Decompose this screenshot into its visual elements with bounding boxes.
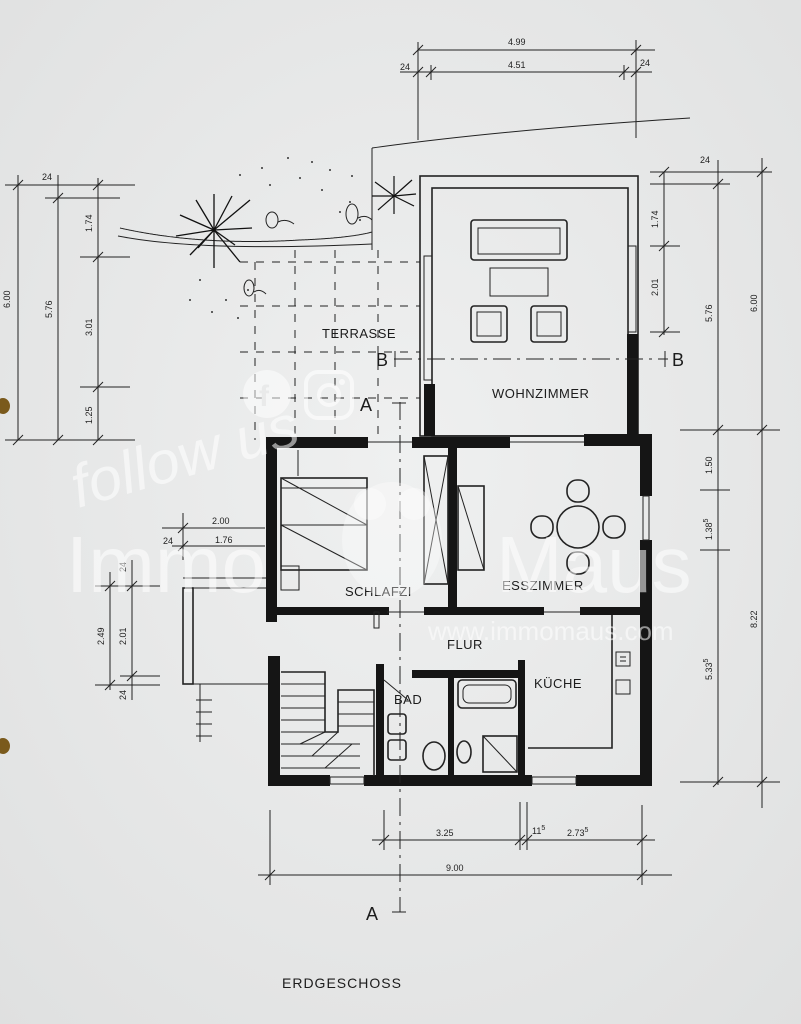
dim-left-seg-2: 3.01 bbox=[84, 318, 94, 336]
section-marker-a-bottom: A bbox=[366, 904, 378, 924]
dim-side-v-total: 2.49 bbox=[96, 627, 106, 645]
side-dimension-chain: 2.00 24 1.76 24 2.49 2.01 24 bbox=[95, 513, 265, 700]
door-swings bbox=[368, 441, 584, 701]
dim-right-lower-1: 1.50 bbox=[704, 456, 714, 474]
dim-top-total: 4.99 bbox=[508, 37, 526, 47]
dim-left-seg-1: 1.74 bbox=[84, 214, 94, 232]
room-label-kueche: KÜCHE bbox=[534, 676, 582, 691]
dim-bottom-seg-3: 2.735 bbox=[567, 827, 589, 838]
svg-text:f: f bbox=[259, 380, 270, 413]
room-label-flur: FLUR bbox=[447, 637, 483, 652]
terrace-area: TERRASSE bbox=[117, 117, 691, 440]
dim-side-v-wall-top: 24 bbox=[118, 562, 128, 572]
staircase-icon bbox=[281, 671, 375, 776]
facebook-icon: f bbox=[243, 370, 291, 418]
section-marker-b-right: B bbox=[672, 350, 684, 370]
dim-right-lower-total: 8.22 bbox=[749, 610, 759, 628]
exterior-walls bbox=[266, 434, 652, 786]
watermark-brand-right: Maus bbox=[496, 520, 692, 609]
dim-side-total: 2.00 bbox=[212, 516, 230, 526]
mouse-logo-icon bbox=[342, 482, 442, 598]
section-line-a: A A bbox=[360, 395, 406, 924]
room-label-esszimmer: ESSZIMMER bbox=[502, 578, 584, 593]
sofa-icon bbox=[470, 219, 568, 261]
dim-top-right-wall: 24 bbox=[640, 58, 650, 68]
flower-icon bbox=[243, 203, 373, 297]
stove-icon bbox=[615, 679, 631, 695]
room-label-schlafzimmer: SCHLAFZI bbox=[345, 584, 412, 599]
dim-left-inner: 5.76 bbox=[44, 300, 54, 318]
dotted-grass bbox=[189, 157, 361, 319]
dim-right-wall-top: 24 bbox=[700, 155, 710, 165]
dim-top-left-wall: 24 bbox=[400, 62, 410, 72]
dim-right-total: 6.00 bbox=[749, 294, 759, 312]
bed-icon bbox=[280, 477, 368, 591]
dim-bottom-seg-1: 3.25 bbox=[436, 828, 454, 838]
right-dimension-chain: 24 1.74 2.01 5.76 6.00 1.50 1.385 5.335 … bbox=[650, 155, 780, 808]
section-marker-a-top: A bbox=[360, 395, 372, 415]
kueche: KÜCHE bbox=[528, 615, 631, 749]
dim-side-wall: 24 bbox=[163, 536, 173, 546]
wohnzimmer-wing: WOHNZIMMER bbox=[419, 175, 639, 437]
schlafzimmer: SCHLAFZI bbox=[280, 450, 485, 599]
dining-table-icon bbox=[530, 479, 626, 575]
washbasin-icon bbox=[387, 713, 407, 761]
coffee-table-icon bbox=[489, 267, 549, 297]
dim-right-inner: 5.76 bbox=[704, 304, 714, 322]
esszimmer: ESSZIMMER bbox=[502, 479, 626, 593]
watermark-url: www.immomaus.com bbox=[427, 616, 674, 646]
dim-right-seg-1: 1.74 bbox=[650, 210, 660, 228]
interior-walls bbox=[277, 446, 640, 778]
dim-right-lower-3: 5.335 bbox=[703, 658, 714, 680]
dim-bottom-total: 9.00 bbox=[446, 863, 464, 873]
wardrobe-icon bbox=[423, 455, 485, 585]
left-dimension-chain: 6.00 5.76 24 1.74 3.01 1.25 bbox=[2, 172, 135, 446]
stove-icon bbox=[615, 651, 631, 667]
dim-side-v-wall-bottom: 24 bbox=[118, 690, 128, 700]
dim-left-top-wall: 24 bbox=[42, 172, 52, 182]
armchair-icon bbox=[470, 305, 568, 343]
room-label-bad: BAD bbox=[394, 692, 422, 707]
dim-left-seg-3: 1.25 bbox=[84, 406, 94, 424]
flur: FLUR bbox=[447, 637, 483, 652]
bad: BAD bbox=[387, 679, 518, 773]
room-label-terrasse: TERRASSE bbox=[322, 326, 396, 341]
section-marker-b-left: B bbox=[376, 350, 388, 370]
bathtub-icon bbox=[457, 679, 517, 709]
bottom-dimension-chain: 3.25 115 2.735 9.00 bbox=[258, 802, 672, 885]
shrub-icon bbox=[372, 176, 417, 214]
instagram-icon bbox=[304, 370, 354, 420]
section-line-b: B B bbox=[376, 350, 684, 370]
dim-side-v-inner: 2.01 bbox=[118, 627, 128, 645]
dim-left-total: 6.00 bbox=[2, 290, 12, 308]
binder-holes bbox=[0, 398, 10, 754]
dim-bottom-seg-2: 115 bbox=[532, 825, 545, 836]
side-wing bbox=[182, 577, 268, 742]
dim-side-inner: 1.76 bbox=[215, 535, 233, 545]
dim-top-inner: 4.51 bbox=[508, 60, 526, 70]
shower-icon bbox=[482, 735, 518, 773]
floor-title: ERDGESCHOSS bbox=[282, 975, 402, 991]
shrub-icon bbox=[175, 194, 253, 268]
watermark-brand-left: Immo bbox=[66, 520, 266, 609]
dim-right-lower-2: 1.385 bbox=[703, 518, 714, 540]
room-label-wohnzimmer: WOHNZIMMER bbox=[492, 386, 589, 401]
toilet-icon bbox=[422, 740, 472, 771]
dim-right-seg-2: 2.01 bbox=[650, 278, 660, 296]
